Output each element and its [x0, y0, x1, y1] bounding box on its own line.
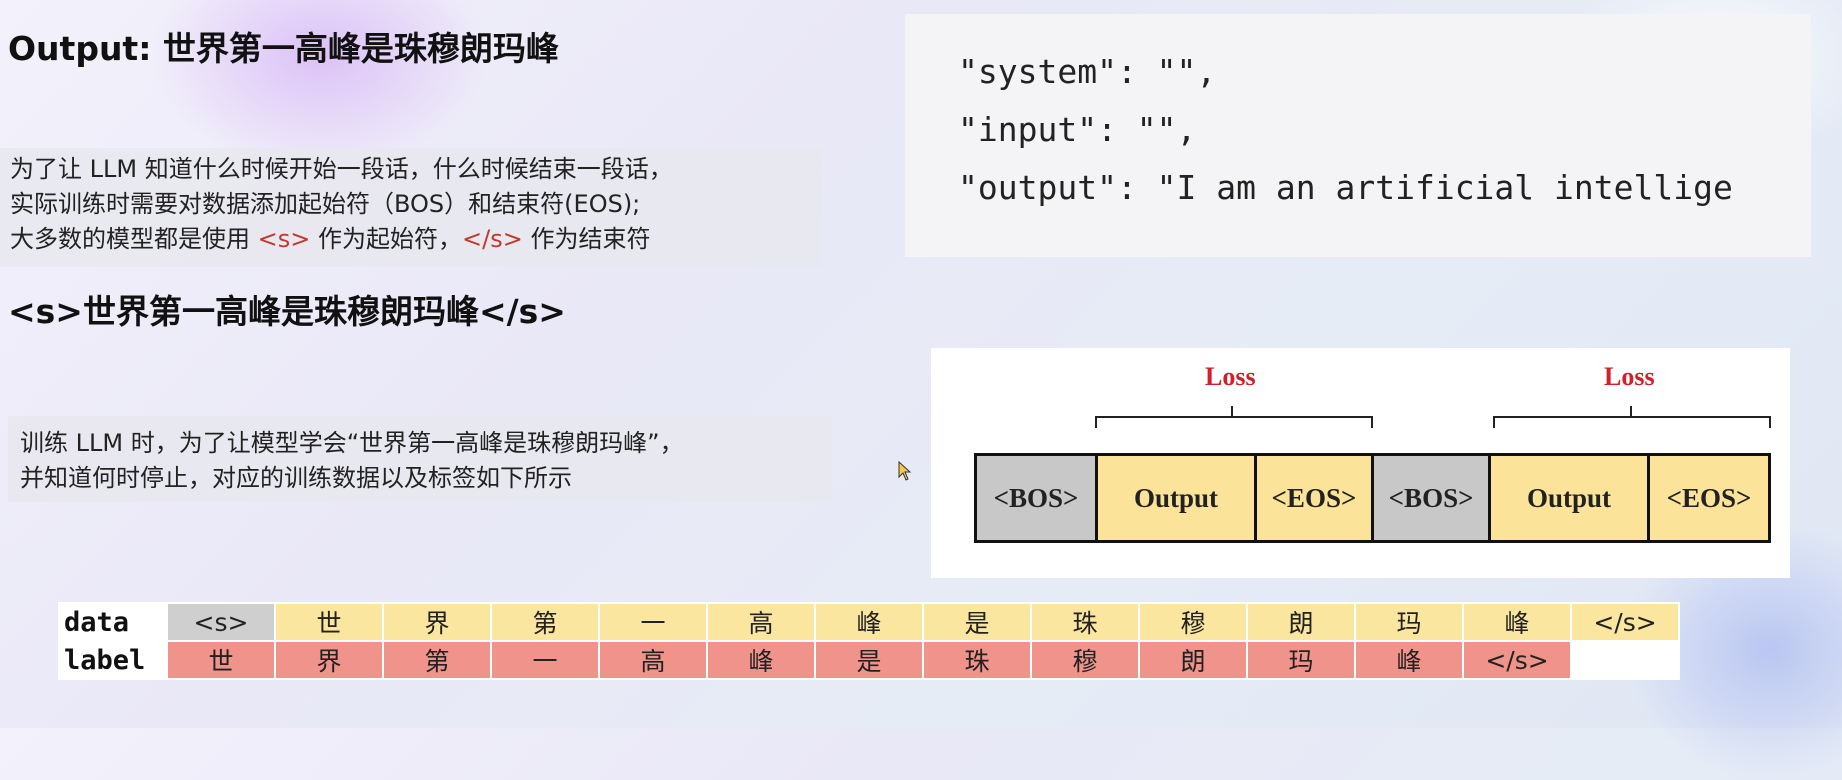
mouse-pointer-icon: [898, 461, 912, 481]
loss-label: Loss: [1604, 362, 1655, 391]
note-line: 为了让 LLM 知道什么时候开始一段话，什么时候结束一段话，: [10, 155, 673, 183]
data-row: data <s> 世 界 第 一 高 峰 是 珠 穆 朗 玛 峰 </s>: [58, 602, 1680, 642]
label-token-cell: 世: [166, 640, 276, 680]
json-example-panel: "system": "", "input": "", "output": "I …: [905, 14, 1811, 257]
note-text: 作为结束符: [522, 225, 651, 253]
json-line-input: "input": "",: [958, 110, 1197, 149]
label-token-cell: 玛: [1246, 640, 1356, 680]
loss-bracket: [1493, 416, 1771, 428]
output-heading: Output: 世界第一高峰是珠穆朗玛峰: [8, 29, 559, 68]
note-line: 并知道何时停止，对应的训练数据以及标签如下所示: [20, 464, 572, 492]
data-token-cell: <s>: [166, 602, 276, 642]
label-token-cell: 高: [598, 640, 708, 680]
note-line: 大多数的模型都是使用 <s> 作为起始符，</s> 作为结束符: [10, 222, 822, 257]
data-token-cell: </s>: [1570, 602, 1680, 642]
eos-cell: <EOS>: [1649, 456, 1769, 540]
label-row-header: label: [58, 640, 168, 680]
loss-bracket-tick: [1630, 406, 1632, 416]
loss-diagram: Loss Loss <BOS> Output <EOS> <BOS> Outpu…: [931, 348, 1790, 578]
label-row: label 世 界 第 一 高 峰 是 珠 穆 朗 玛 峰 </s>: [58, 640, 1680, 680]
label-token-cell: 峰: [1354, 640, 1464, 680]
eos-cell: <EOS>: [1256, 456, 1375, 540]
loss-bracket: [1095, 416, 1373, 428]
bos-cell: <BOS>: [1374, 456, 1492, 540]
bos-eos-example-heading: <s>世界第一高峰是珠穆朗玛峰</s>: [8, 292, 566, 331]
data-token-cell: 高: [706, 602, 816, 642]
eos-token-highlight: </s>: [462, 225, 523, 253]
note-text: 作为起始符，: [310, 225, 463, 253]
data-token-cell: 是: [922, 602, 1032, 642]
bos-eos-explanation: 为了让 LLM 知道什么时候开始一段话，什么时候结束一段话， 实际训练时需要对数…: [0, 148, 822, 267]
label-token-cell: 峰: [706, 640, 816, 680]
json-line-system: "system": "",: [958, 52, 1217, 91]
data-label-table: data <s> 世 界 第 一 高 峰 是 珠 穆 朗 玛 峰 </s> la…: [58, 602, 1680, 680]
data-token-cell: 世: [274, 602, 384, 642]
note-line: 训练 LLM 时，为了让模型学会“世界第一高峰是珠穆朗玛峰”，: [20, 429, 684, 457]
data-token-cell: 穆: [1138, 602, 1248, 642]
loss-bracket-tick: [1231, 406, 1233, 416]
data-token-cell: 一: [598, 602, 708, 642]
bos-token-highlight: <s>: [257, 225, 311, 253]
label-token-cell: 穆: [1030, 640, 1140, 680]
label-token-cell: 界: [274, 640, 384, 680]
data-token-cell: 峰: [1462, 602, 1572, 642]
label-token-cell: 朗: [1138, 640, 1248, 680]
label-token-cell: 珠: [922, 640, 1032, 680]
label-token-cell: 一: [490, 640, 600, 680]
data-row-header: data: [58, 602, 168, 642]
data-token-cell: 玛: [1354, 602, 1464, 642]
note-text: 大多数的模型都是使用: [10, 225, 258, 253]
label-token-cell: </s>: [1462, 640, 1572, 680]
label-token-cell-empty: [1570, 640, 1680, 680]
output-cell: Output: [1491, 456, 1650, 540]
json-line-output: "output": "I am an artificial intellige: [958, 168, 1733, 207]
data-token-cell: 朗: [1246, 602, 1356, 642]
loss-label: Loss: [1205, 362, 1256, 391]
label-token-cell: 第: [382, 640, 492, 680]
bos-cell: <BOS>: [977, 456, 1099, 540]
data-token-cell: 第: [490, 602, 600, 642]
training-data-explanation: 训练 LLM 时，为了让模型学会“世界第一高峰是珠穆朗玛峰”， 并知道何时停止，…: [8, 416, 832, 502]
data-token-cell: 峰: [814, 602, 924, 642]
note-line: 实际训练时需要对数据添加起始符（BOS）和结束符(EOS);: [10, 190, 641, 218]
data-token-cell: 珠: [1030, 602, 1140, 642]
label-token-cell: 是: [814, 640, 924, 680]
token-sequence: <BOS> Output <EOS> <BOS> Output <EOS>: [974, 453, 1771, 543]
data-token-cell: 界: [382, 602, 492, 642]
output-cell: Output: [1098, 456, 1257, 540]
